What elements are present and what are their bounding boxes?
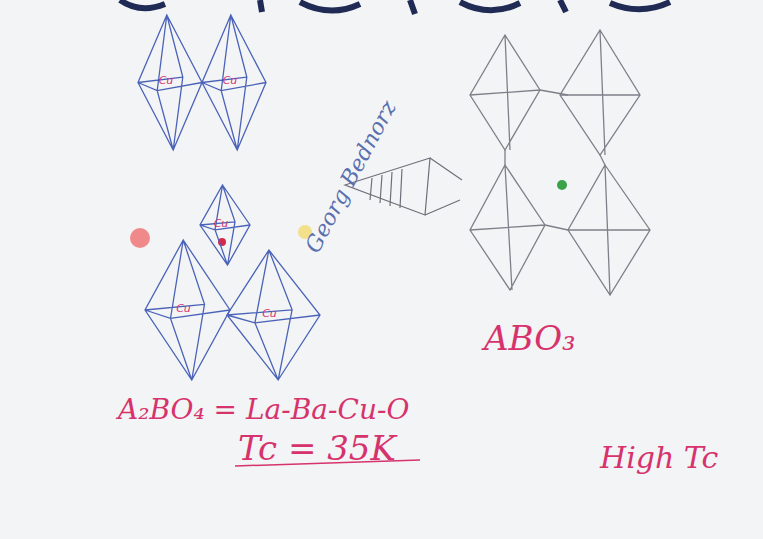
octahedron: Cu (227, 250, 320, 380)
tc-label: Tc = 35K (238, 428, 396, 468)
note-label: High Tc (600, 440, 718, 475)
atom-label: Cu (159, 74, 174, 87)
octahedron: Cu (202, 15, 266, 150)
signature: Georg Bednorz (300, 96, 401, 256)
atom-label: Cu (223, 74, 238, 87)
atom-label: Cu (214, 217, 229, 230)
formula-label: ABO₃ (484, 318, 576, 358)
a-site-atom (130, 228, 150, 248)
cut-heading (120, 0, 670, 14)
octahedron: Cu (138, 15, 202, 150)
atom-label: Cu (262, 307, 277, 320)
a-site-atom (557, 180, 567, 190)
formula-label: A₂BO₄ = La-Ba-Cu-O (118, 393, 409, 426)
octahedron: Cu (145, 240, 230, 380)
octahedron: Cu (200, 185, 250, 265)
atom-label: Cu (176, 302, 191, 315)
perovskite-sketch (470, 30, 650, 295)
